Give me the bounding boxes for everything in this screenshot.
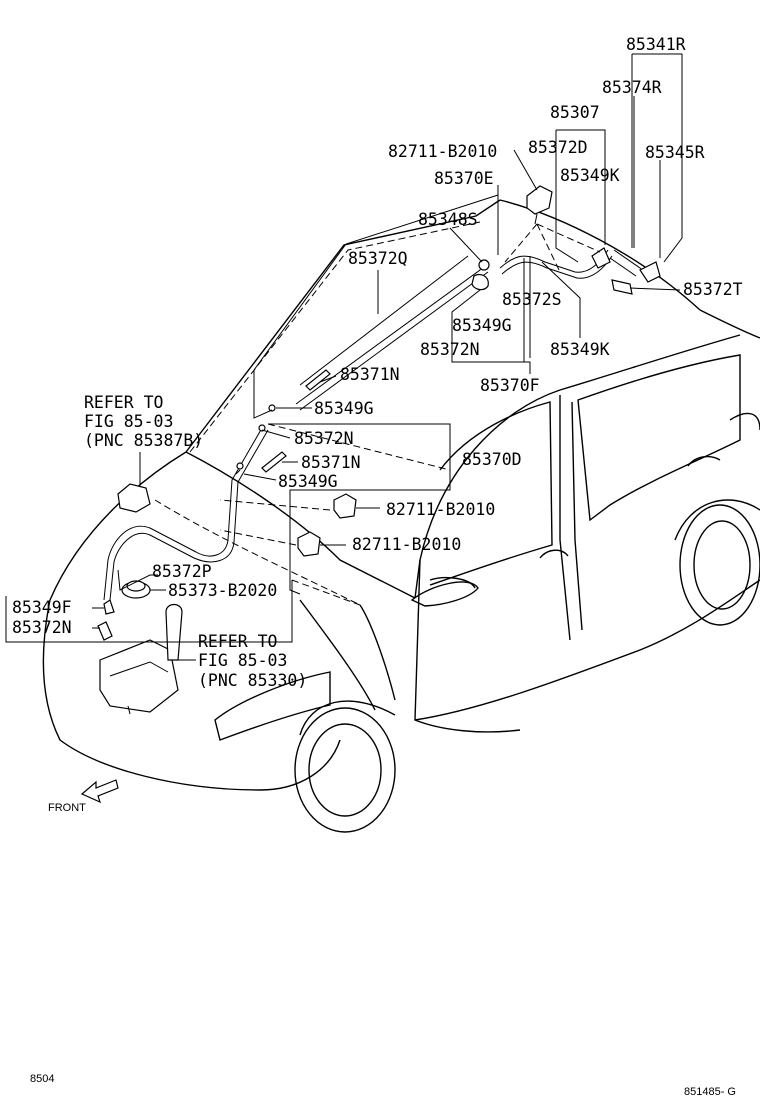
label-85307: 85307 [550,103,600,122]
label-85372T: 85372T [683,280,743,299]
front-label: FRONT [48,802,86,814]
leader-lines [5,53,683,661]
label-85349G-a: 85349G [314,399,374,418]
label-82711-low: 82711-B2010 [352,535,461,554]
label-85349G-mid: 85349G [452,316,512,335]
label-85345R: 85345R [645,143,705,162]
label-85372P: 85372P [152,562,212,581]
label-85373: 85373-B2020 [168,581,277,600]
label-82711-mid: 82711-B2010 [386,500,495,519]
ref1-line3: (PNC 85387B) [84,431,203,450]
connector-parts [97,185,661,715]
label-85372N-low: 85372N [12,618,72,637]
label-85372N-b: 85372N [294,429,354,448]
label-85374R: 85374R [602,78,662,97]
ref2-line2: FIG 85-03 [198,651,287,670]
ref1-line1: REFER TO [84,393,163,412]
label-85370F: 85370F [480,376,540,395]
ref1-line2: FIG 85-03 [84,412,173,431]
ref2-line1: REFER TO [198,632,277,651]
label-85371N-b: 85371N [301,453,361,472]
label-85372D: 85372D [528,138,588,157]
washer-hoses [103,249,651,601]
front-arrow-icon [80,779,119,804]
ref2-line3: (PNC 85330) [198,671,307,690]
label-85372S: 85372S [502,290,562,309]
vehicle-outline [42,199,760,833]
label-85348S: 85348S [418,210,478,229]
label-85341R: 85341R [626,35,686,54]
part-labels: 85341R 85374R 85307 82711-B2010 85372D 8… [12,35,743,637]
label-85370E: 85370E [434,169,494,188]
label-82711-top: 82711-B2010 [388,142,497,161]
label-85349G-b: 85349G [278,472,338,491]
footer-right-code: 851485- G [684,1086,736,1098]
label-85349K-mid: 85349K [550,340,610,359]
reference-notes: REFER TO FIG 85-03 (PNC 85387B) REFER TO… [84,393,307,690]
label-85349F: 85349F [12,598,72,617]
label-85349K-top: 85349K [560,166,620,185]
label-85371N-a: 85371N [340,365,400,384]
label-85372Q: 85372Q [348,249,408,268]
label-85372N-mid: 85372N [420,340,480,359]
footer-left-code: 8504 [30,1073,54,1085]
label-85370D: 85370D [462,450,522,469]
